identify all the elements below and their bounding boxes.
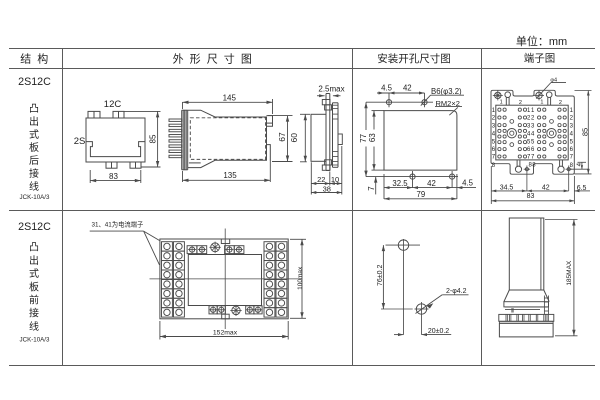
- svg-text:单位：mm: 单位：mm: [516, 34, 567, 48]
- svg-text:后: 后: [29, 155, 39, 167]
- svg-text:安装开孔尺寸图: 安装开孔尺寸图: [377, 52, 451, 65]
- svg-text:60: 60: [289, 133, 299, 143]
- svg-text:63: 63: [368, 133, 377, 142]
- svg-text:3: 3: [570, 123, 574, 129]
- svg-text:185MAX: 185MAX: [566, 260, 573, 286]
- svg-text:83: 83: [527, 193, 535, 200]
- svg-text:8: 8: [529, 162, 533, 168]
- svg-text:1: 1: [492, 108, 496, 114]
- svg-text:外 形 尺 寸 图: 外 形 尺 寸 图: [173, 51, 254, 65]
- svg-text:端子图: 端子图: [524, 52, 556, 65]
- svg-text:8: 8: [570, 163, 574, 169]
- svg-text:42: 42: [427, 179, 436, 188]
- svg-text:1: 1: [570, 108, 574, 114]
- svg-text:6: 6: [531, 147, 535, 153]
- svg-text:100max: 100max: [297, 266, 304, 290]
- svg-text:77: 77: [359, 133, 368, 142]
- svg-text:出: 出: [29, 115, 39, 128]
- svg-text:12C: 12C: [104, 99, 122, 110]
- svg-text:4: 4: [570, 132, 574, 138]
- svg-text:7: 7: [570, 155, 574, 161]
- svg-text:7: 7: [367, 186, 376, 191]
- svg-text:2S12C: 2S12C: [18, 221, 51, 233]
- svg-text:10: 10: [331, 175, 339, 184]
- svg-text:4.5: 4.5: [462, 178, 474, 187]
- svg-text:7: 7: [527, 155, 531, 161]
- svg-text:32.5: 32.5: [392, 179, 408, 188]
- svg-text:前: 前: [29, 294, 39, 307]
- svg-text:2: 2: [527, 116, 531, 122]
- svg-text:4: 4: [492, 132, 496, 138]
- svg-text:7: 7: [492, 155, 496, 161]
- svg-text:31、41为电流端子: 31、41为电流端子: [92, 219, 144, 228]
- svg-text:20±0.2: 20±0.2: [428, 328, 449, 335]
- svg-text:板: 板: [29, 141, 39, 154]
- svg-text:1: 1: [527, 108, 531, 114]
- svg-text:3: 3: [492, 123, 496, 129]
- svg-text:φ4: φ4: [550, 77, 557, 83]
- svg-text:JCK-10A/3: JCK-10A/3: [20, 194, 50, 201]
- svg-text:JCK-10A/3: JCK-10A/3: [20, 337, 50, 344]
- svg-text:22: 22: [317, 175, 325, 184]
- svg-text:3: 3: [527, 123, 531, 129]
- svg-text:1: 1: [531, 108, 535, 114]
- svg-text:76±0.2: 76±0.2: [377, 265, 384, 286]
- svg-text:85: 85: [149, 134, 158, 143]
- svg-text:4: 4: [531, 132, 535, 138]
- svg-text:2S: 2S: [74, 136, 86, 147]
- svg-text:式: 式: [29, 128, 39, 141]
- svg-text:1: 1: [540, 100, 543, 106]
- svg-text:135: 135: [223, 171, 237, 180]
- svg-text:6: 6: [570, 147, 574, 153]
- svg-text:38: 38: [323, 184, 331, 193]
- svg-text:7: 7: [531, 155, 535, 161]
- svg-text:4: 4: [577, 162, 583, 166]
- svg-text:2: 2: [519, 100, 522, 106]
- svg-text:线: 线: [29, 320, 39, 333]
- svg-text:79: 79: [417, 190, 426, 199]
- svg-text:4: 4: [527, 132, 531, 138]
- svg-text:42: 42: [542, 185, 550, 192]
- svg-text:5: 5: [527, 139, 531, 145]
- svg-text:接: 接: [29, 307, 39, 320]
- svg-text:6: 6: [492, 147, 496, 153]
- svg-text:凸: 凸: [29, 242, 39, 254]
- svg-text:接: 接: [29, 167, 39, 180]
- svg-text:42: 42: [403, 84, 412, 93]
- svg-text:8: 8: [492, 163, 496, 169]
- svg-text:结 构: 结 构: [20, 52, 50, 66]
- svg-text:1: 1: [500, 100, 503, 106]
- svg-text:B6(φ3.2): B6(φ3.2): [431, 87, 462, 96]
- svg-text:2: 2: [492, 116, 496, 122]
- svg-text:2S12C: 2S12C: [18, 76, 51, 88]
- svg-text:83: 83: [109, 172, 118, 181]
- svg-text:145: 145: [223, 94, 237, 103]
- svg-text:6: 6: [527, 147, 531, 153]
- svg-text:2: 2: [559, 100, 562, 106]
- svg-text:152max: 152max: [213, 330, 238, 337]
- svg-text:出: 出: [29, 254, 39, 267]
- svg-text:式: 式: [29, 267, 39, 280]
- svg-text:5: 5: [570, 139, 574, 145]
- svg-text:3: 3: [531, 123, 535, 129]
- svg-text:8: 8: [532, 162, 536, 168]
- svg-text:线: 线: [29, 180, 39, 193]
- svg-text:2: 2: [531, 116, 535, 122]
- svg-text:2: 2: [570, 116, 574, 122]
- svg-text:RM2×2: RM2×2: [436, 99, 460, 108]
- svg-text:5: 5: [531, 139, 535, 145]
- svg-text:2-φ4.2: 2-φ4.2: [446, 288, 467, 295]
- svg-text:67: 67: [277, 132, 287, 142]
- svg-text:凸: 凸: [29, 103, 39, 115]
- svg-text:6.5: 6.5: [577, 185, 587, 192]
- svg-text:34.5: 34.5: [500, 185, 514, 192]
- svg-text:板: 板: [29, 280, 39, 293]
- svg-text:5: 5: [492, 139, 496, 145]
- svg-text:4.5: 4.5: [381, 84, 393, 93]
- svg-text:2.5max: 2.5max: [318, 85, 344, 94]
- svg-text:85: 85: [580, 128, 589, 136]
